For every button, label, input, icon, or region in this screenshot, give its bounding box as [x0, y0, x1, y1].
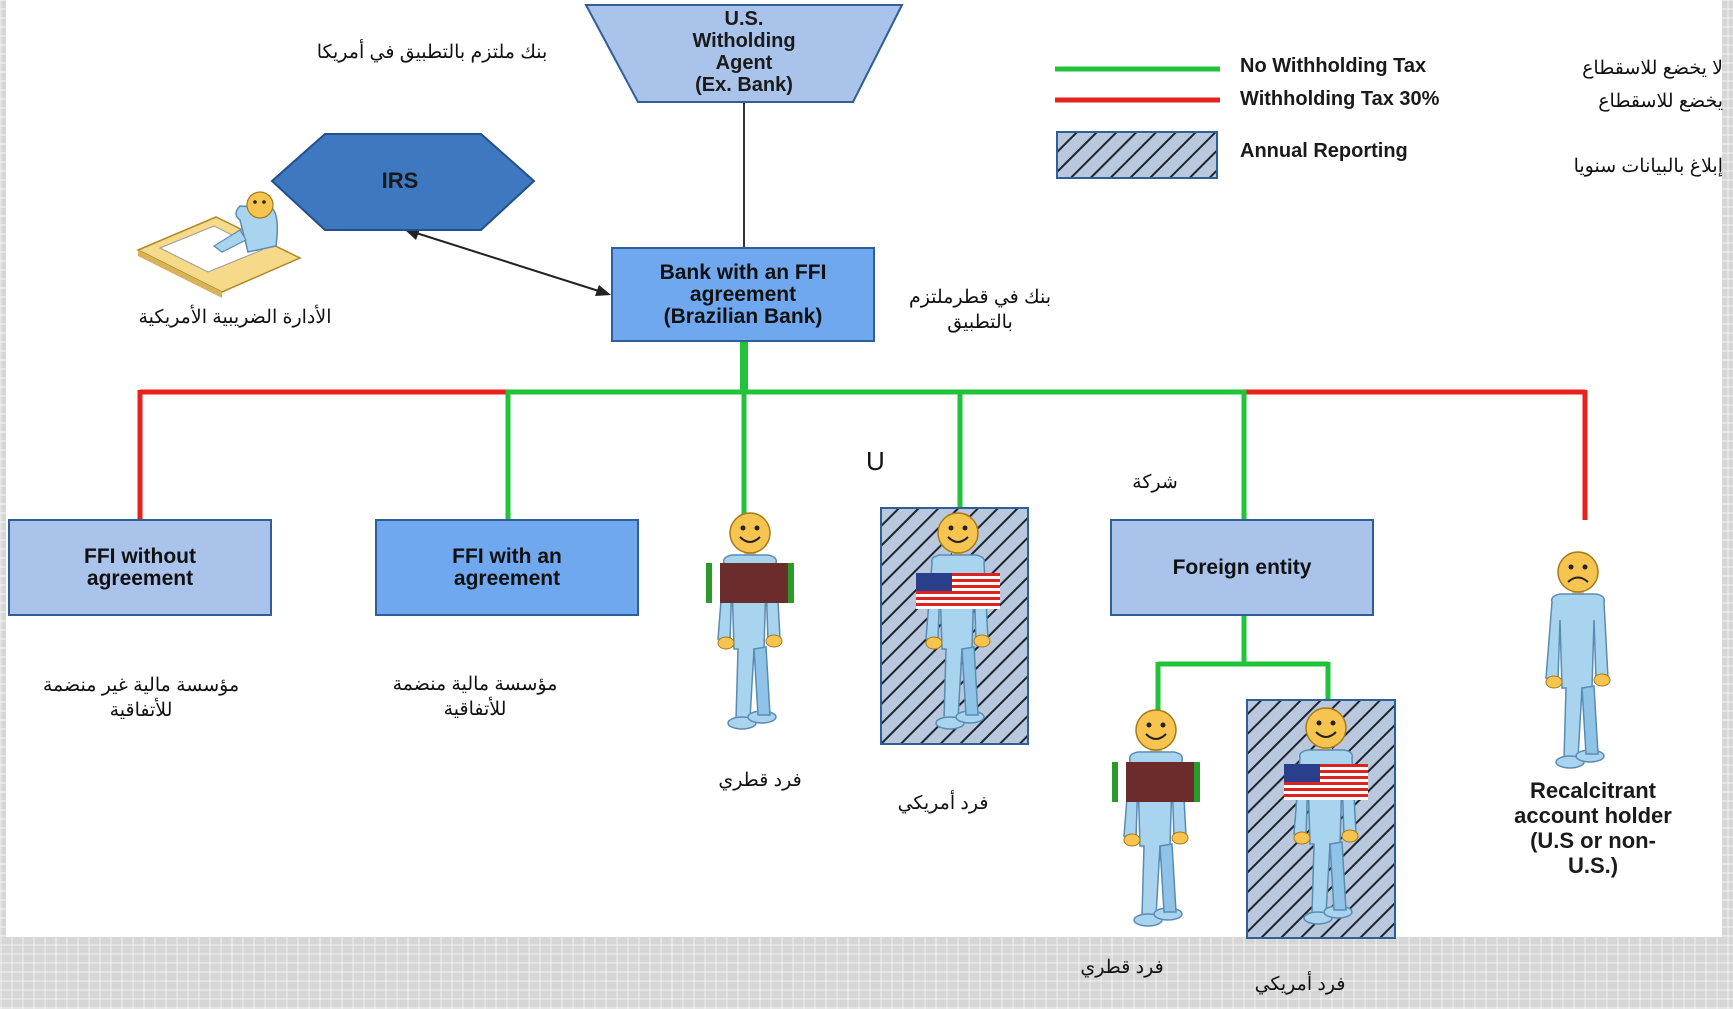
recalcitrant-line-3: (U.S or non- — [1530, 828, 1656, 853]
legend-green-text: No Withholding Tax — [1240, 55, 1427, 77]
bank-arabic-line-1: بنك في قطرملتزم — [908, 287, 1052, 308]
qatari-person-arabic: فرد قطري — [718, 770, 802, 791]
entity-qatari-arabic: فرد قطري — [1080, 957, 1164, 978]
agent-line-3: Agent — [715, 52, 773, 74]
recalcitrant-line-4: U.S.) — [1567, 853, 1619, 878]
recalcitrant-line-2: account holder — [1514, 803, 1672, 828]
ffi-without-arabic-line-1: مؤسسة مالية غير منضمة — [42, 675, 240, 696]
entity-us-arabic: فرد أمريكي — [1254, 974, 1346, 995]
recalcitrant-person-figure — [1545, 551, 1611, 769]
recalcitrant-label: Recalcitrant account holder (U.S or non-… — [1458, 778, 1728, 878]
us-person-arabic: فرد أمريكي — [897, 793, 989, 814]
ffi-with-arabic-line-1: مؤسسة مالية منضمة — [392, 674, 558, 695]
ffi-with-agreement-box: FFI with an agreement — [375, 519, 639, 616]
irs-officer-illustration — [136, 191, 302, 298]
agent-line-1: U.S. — [724, 8, 764, 30]
ffi-with-arabic: مؤسسة مالية منضمة للأتفاقية — [360, 672, 590, 722]
bank-ffi-arabic: بنك في قطرملتزم بالتطبيق — [880, 285, 1080, 335]
ffi-with-arabic-line-2: للأتفاقية — [443, 699, 507, 720]
agent-line-4: (Ex. Bank) — [695, 74, 793, 96]
ffi-with-line-1: FFI with an — [452, 544, 562, 568]
bank-ffi-box: Bank with an FFI agreement (Brazilian Ba… — [611, 247, 875, 342]
arrowhead-bank — [595, 285, 611, 296]
arrowhead-irs — [404, 229, 420, 240]
legend-red-text: Withholding Tax 30% — [1240, 88, 1440, 110]
bank-line-2: agreement — [689, 282, 797, 306]
agent-line-2: Witholding — [692, 30, 796, 52]
ffi-with-line-2: agreement — [453, 566, 561, 590]
bank-line-3: (Brazilian Bank) — [663, 304, 823, 328]
diagram-panel — [6, 0, 1722, 937]
irs-bank-arrow-line — [409, 230, 606, 294]
bank-line-1: Bank with an FFI — [659, 260, 827, 284]
legend-red-arabic: يخضع للاسقطاع — [1598, 91, 1723, 112]
foreign-entity-label: Foreign entity — [1172, 555, 1312, 579]
foreign-entity-arabic: شركة — [1132, 472, 1178, 493]
foreign-entity-box: Foreign entity — [1110, 519, 1374, 616]
stray-letter-u: U — [866, 446, 885, 476]
ffi-without-arabic-line-2: للأتفاقية — [109, 700, 173, 721]
irs-label: IRS — [381, 168, 419, 193]
legend-green-arabic: لا يخضع للاسقطاع — [1582, 58, 1723, 79]
ffi-without-line-1: FFI without — [84, 544, 196, 568]
irs-hexagon — [270, 133, 536, 231]
ffi-without-arabic: مؤسسة مالية غير منضمة للأتفاقية — [10, 673, 272, 723]
recalcitrant-line-1: Recalcitrant — [1530, 778, 1656, 803]
withholding-agent-label: U.S. Witholding Agent (Ex. Bank) — [620, 8, 868, 96]
qatari-person-figure — [706, 512, 794, 730]
withholding-agent-arabic: بنك ملتزم بالتطبيق في أمريكا — [316, 42, 548, 63]
ffi-without-line-2: agreement — [86, 566, 194, 590]
legend-hatch-swatch — [1056, 131, 1218, 179]
legend-hatch-arabic: إبلاغ بالبيانات سنويا — [1573, 156, 1723, 177]
ffi-without-agreement-box: FFI without agreement — [8, 519, 272, 616]
entity-qatari-person-figure — [1112, 709, 1200, 927]
bank-arabic-line-2: بالتطبيق — [947, 312, 1013, 333]
legend-hatch-text: Annual Reporting — [1240, 140, 1408, 162]
irs-arabic: الأدارة الضريبية الأمريكية — [138, 307, 332, 328]
withholding-agent-shape — [584, 4, 904, 103]
